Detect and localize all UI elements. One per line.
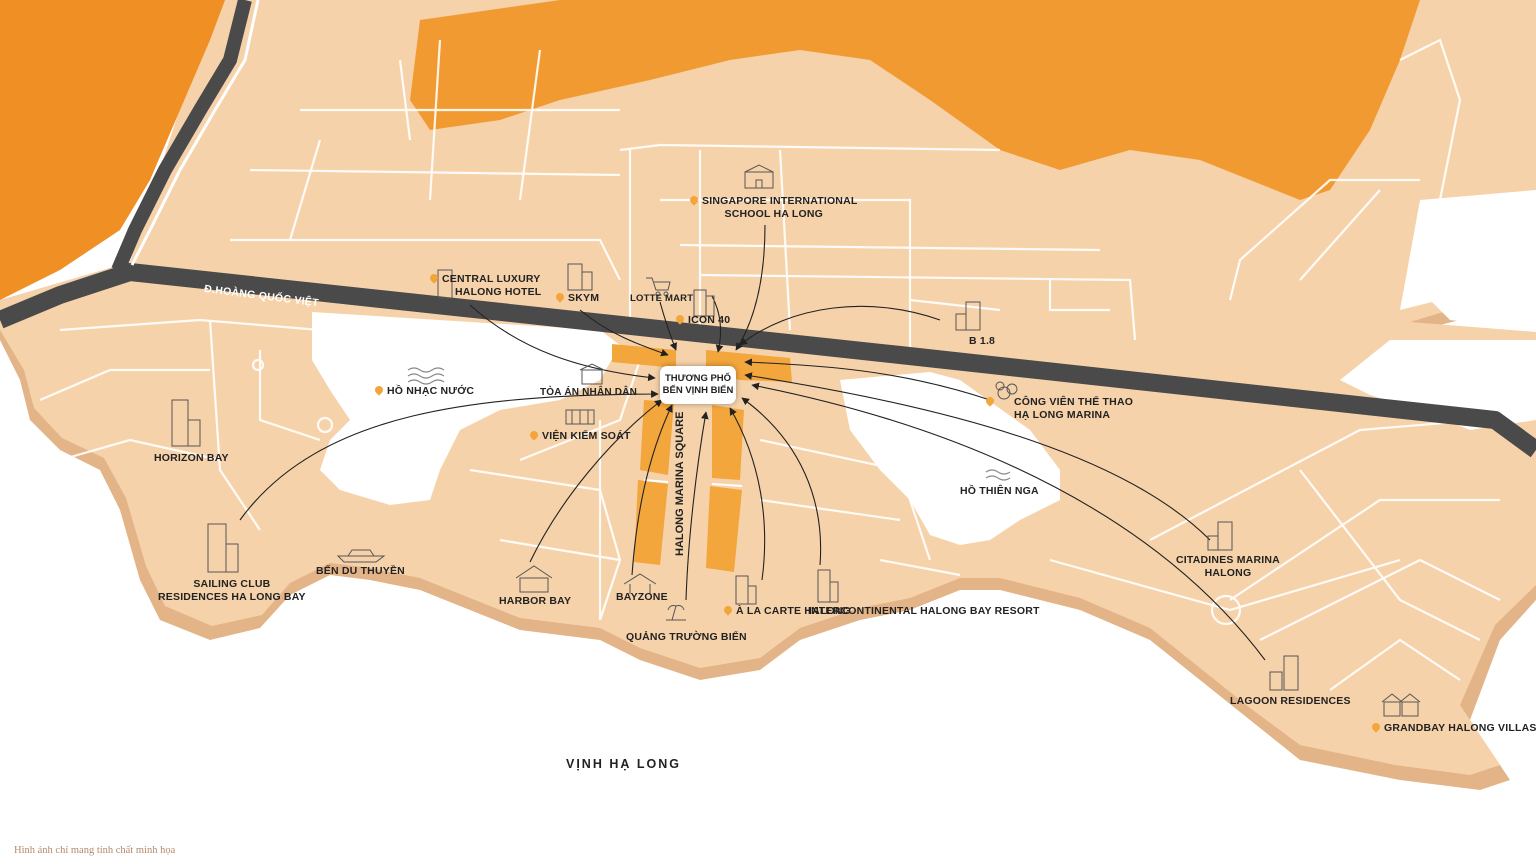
house-icon [515,565,553,593]
north-road-white [130,0,260,266]
school-icon [744,164,774,189]
hub-line-2: BẾN VỊNH BIỂN [662,385,734,396]
pavilion-icon [623,573,657,594]
location-pin-icon [688,194,700,206]
place-b18[interactable]: B 1.8 [969,335,996,347]
footnote: Hình ảnh chỉ mang tính chất minh họa [14,845,176,856]
project-block-divider [643,479,743,487]
place-a-la-carte[interactable]: À LA CARTE HALONG [722,604,851,618]
beach-icon [666,605,686,621]
location-pin-icon [984,395,996,407]
hub-line-1: THƯƠNG PHỐ [664,373,732,384]
street-grid [39,38,1501,691]
park-icon [995,381,1018,400]
water-east-2 [1430,240,1536,330]
hub-thuong-pho-ben-vinh-bien[interactable]: THƯƠNG PHỐ BẾN VỊNH BIỂN [660,366,736,404]
location-pin-icon [528,429,540,441]
hill-northwest [0,0,225,300]
water-east [1340,340,1536,430]
villa-icon [1381,693,1421,717]
water-icon [407,367,1011,481]
place-icon-40[interactable]: ICON 40 [674,313,730,327]
place-intercontinental[interactable]: INTERCONTINENTAL HALONG BAY RESORT [808,605,1040,617]
location-pin-icon [1370,721,1382,733]
bay-label: VỊNH HẠ LONG [566,757,681,771]
place-quang-truong[interactable]: QUẢNG TRƯỜNG BIỂN [626,631,747,643]
place-toa-an[interactable]: TÒA ÁN NHÂN DÂN [540,387,638,398]
place-vien-kiem-soat[interactable]: VIỆN KIỂM SOÁT [528,429,631,443]
place-lotte-mart[interactable]: LOTTE MART [630,293,694,304]
place-sailing-club[interactable]: SAILING CLUB RESIDENCES HA LONG BAY [158,578,306,603]
tower-icon [171,289,839,605]
place-skym[interactable]: SKYM [554,291,599,305]
project-name-label: HALONG MARINA SQUARE [674,411,686,556]
building-icon [437,263,1299,691]
place-lagoon[interactable]: LAGOON RESIDENCES [1230,695,1351,707]
place-ben-du-thuyen[interactable]: BẾN DU THUYỀN [316,565,405,577]
place-horizon-bay[interactable]: HORIZON BAY [154,452,229,464]
place-bayzone[interactable]: BAYZONE [616,591,668,603]
court-icon [579,363,605,385]
location-pin-icon [722,604,734,616]
location-pin-icon [373,384,385,396]
place-ho-nhac-nuoc[interactable]: HỒ NHẠC NƯỚC [373,384,474,398]
hill-north [410,0,1420,200]
cart-icon [646,277,671,297]
place-central-luxury[interactable]: CENTRAL LUXURY HALONG HOTEL [428,272,541,299]
place-grandbay[interactable]: GRANDBAY HALONG VILLAS [1370,721,1536,735]
place-singapore-school[interactable]: SINGAPORE INTERNATIONAL SCHOOL HA LONG [688,194,858,221]
yacht-icon [336,549,386,563]
location-pin-icon [674,313,686,325]
place-ho-thien-nga[interactable]: HỒ THIÊN NGA [960,485,1039,497]
lake-ho-nhac-nuoc [312,312,620,505]
land-area [0,0,1536,775]
place-citadines[interactable]: CITADINES MARINA HALONG [1176,554,1280,579]
connection-arrows [239,224,1266,661]
place-cong-vien[interactable]: CÔNG VIÊN THỂ THAO HẠ LONG MARINA [984,395,1133,422]
location-pin-icon [554,291,566,303]
lake-ho-thien-nga [840,372,1060,545]
place-harbor-bay[interactable]: HARBOR BAY [499,595,572,607]
location-pin-icon [428,272,440,284]
office-icon [565,409,595,425]
north-road [111,0,252,273]
main-road [0,263,1536,458]
